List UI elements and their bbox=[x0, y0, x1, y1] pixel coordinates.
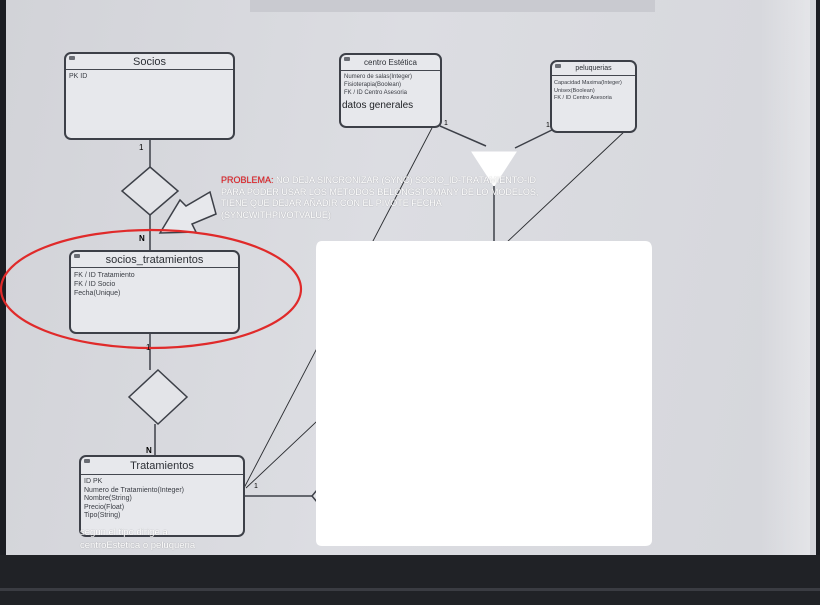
attr-item: FK / ID Centro Asesoria bbox=[554, 95, 612, 101]
cardinality-label: N bbox=[139, 234, 145, 243]
attr-item: FK / ID Tratamiento bbox=[74, 272, 135, 279]
attr-list: Capacidad Maxima(Integer) Unisex(Boolean… bbox=[554, 80, 622, 103]
entity-title: centro Estética bbox=[364, 58, 417, 67]
entity-icon bbox=[344, 57, 350, 61]
monitor-bottom-bezel bbox=[0, 555, 820, 605]
socios-relation-diamond bbox=[120, 166, 180, 216]
cardinality-label: 1 bbox=[146, 343, 151, 352]
title-divider bbox=[81, 474, 243, 475]
attr-item: FK / ID Socio bbox=[74, 281, 116, 288]
attr-list: ID PK Numero de Tratamiento(Integer) Nom… bbox=[84, 478, 184, 521]
attr-item: Capacidad Maxima(Integer) bbox=[554, 80, 622, 86]
entity-peluquerias[interactable]: peluquerias Capacidad Maxima(Integer) Un… bbox=[550, 60, 637, 133]
attr-item: Unisex(Boolean) bbox=[554, 87, 595, 94]
attr-item: Numero de salas(Integer) bbox=[344, 74, 413, 80]
title-divider bbox=[341, 70, 440, 71]
attr-item: Tipo(String) bbox=[84, 512, 121, 519]
cardinality-label: 1 bbox=[444, 120, 448, 127]
attr-item: Fisioterapia(Boolean) bbox=[344, 82, 402, 88]
attr-item: Nombre(String) bbox=[84, 495, 132, 502]
problema-note: PROBLEMA: NO DEJA SINCRONIZAR (SYNC) SOC… bbox=[221, 175, 538, 221]
entity-icon bbox=[69, 56, 75, 60]
attr-item: Precio(Float) bbox=[84, 503, 125, 511]
tipo-note-line: segun el tipo dirige a bbox=[80, 527, 168, 538]
entity-socios[interactable]: Socios PK ID bbox=[64, 52, 235, 140]
problema-line: (SYNCWITHPIVOTVALUE) bbox=[221, 209, 331, 220]
cardinality-label: 1 bbox=[254, 483, 258, 490]
tipo-note-line: centroEstetica o peluqueria bbox=[80, 540, 196, 551]
title-divider bbox=[66, 69, 233, 70]
problema-line: PARA PODER USAR LOS METODOS BELONGSTOMAN… bbox=[221, 186, 539, 197]
attr-list: FK / ID Tratamiento FK / ID Socio Fecha(… bbox=[74, 271, 135, 298]
cardinality-label: N bbox=[146, 446, 152, 455]
cardinality-label: 1 bbox=[139, 143, 144, 152]
datos-generales-note: datos generales bbox=[342, 100, 414, 111]
entity-centro-estetica[interactable]: centro Estética Numero de salas(Integer)… bbox=[339, 53, 442, 128]
entity-title: socios_tratamientos bbox=[105, 254, 204, 266]
title-divider bbox=[552, 75, 635, 76]
entity-icon bbox=[555, 64, 561, 68]
entity-title: Socios bbox=[132, 56, 167, 68]
redaction-block bbox=[316, 241, 652, 546]
attr-item: FK / ID Centro Asesoria bbox=[344, 90, 408, 96]
entity-icon bbox=[74, 254, 80, 258]
screen-right-glare bbox=[760, 0, 810, 560]
entity-tratamientos[interactable]: Tratamientos ID PK Numero de Tratamiento… bbox=[79, 455, 245, 537]
hollow-arrow-shape bbox=[158, 190, 217, 234]
screen-top-strip bbox=[250, 0, 655, 12]
attr-list: Numero de salas(Integer) Fisioterapia(Bo… bbox=[344, 73, 412, 97]
entity-title: Tratamientos bbox=[130, 460, 194, 472]
bezel-highlight bbox=[0, 588, 820, 591]
highlight-ellipse bbox=[0, 228, 303, 350]
attr-item: Fecha(Unique) bbox=[74, 290, 121, 297]
problema-text: NO DEJA SINCRONIZAR (SYNC) SOCIO_ID-TRAT… bbox=[276, 175, 537, 185]
centro-connector bbox=[439, 125, 487, 147]
problema-label: PROBLEMA: bbox=[221, 175, 274, 185]
inheritance-triangle bbox=[471, 151, 517, 187]
pelu-connector bbox=[514, 127, 557, 149]
cardinality-label: 1 bbox=[546, 122, 550, 129]
entity-socios-tratamientos[interactable]: socios_tratamientos FK / ID Tratamiento … bbox=[69, 250, 240, 334]
attr-item: PK ID bbox=[69, 73, 88, 80]
attr-item: ID PK bbox=[84, 478, 103, 485]
entity-title: peluquerias bbox=[575, 65, 612, 72]
entity-icon bbox=[84, 459, 90, 463]
problema-line-1: PROBLEMA: NO DEJA SINCRONIZAR (SYNC) SOC… bbox=[221, 175, 538, 187]
tratamientos-relation-diamond bbox=[127, 368, 189, 426]
attr-list: PK ID bbox=[69, 72, 87, 81]
problema-line: TIENE QUE DEJAR AÑADIR CON EL PIVOTE FEC… bbox=[221, 198, 442, 208]
attr-item: Numero de Tratamiento(Integer) bbox=[84, 486, 184, 494]
title-divider bbox=[71, 267, 238, 268]
tipo-note: segun el tipo dirige a centroEstetica o … bbox=[80, 526, 195, 552]
